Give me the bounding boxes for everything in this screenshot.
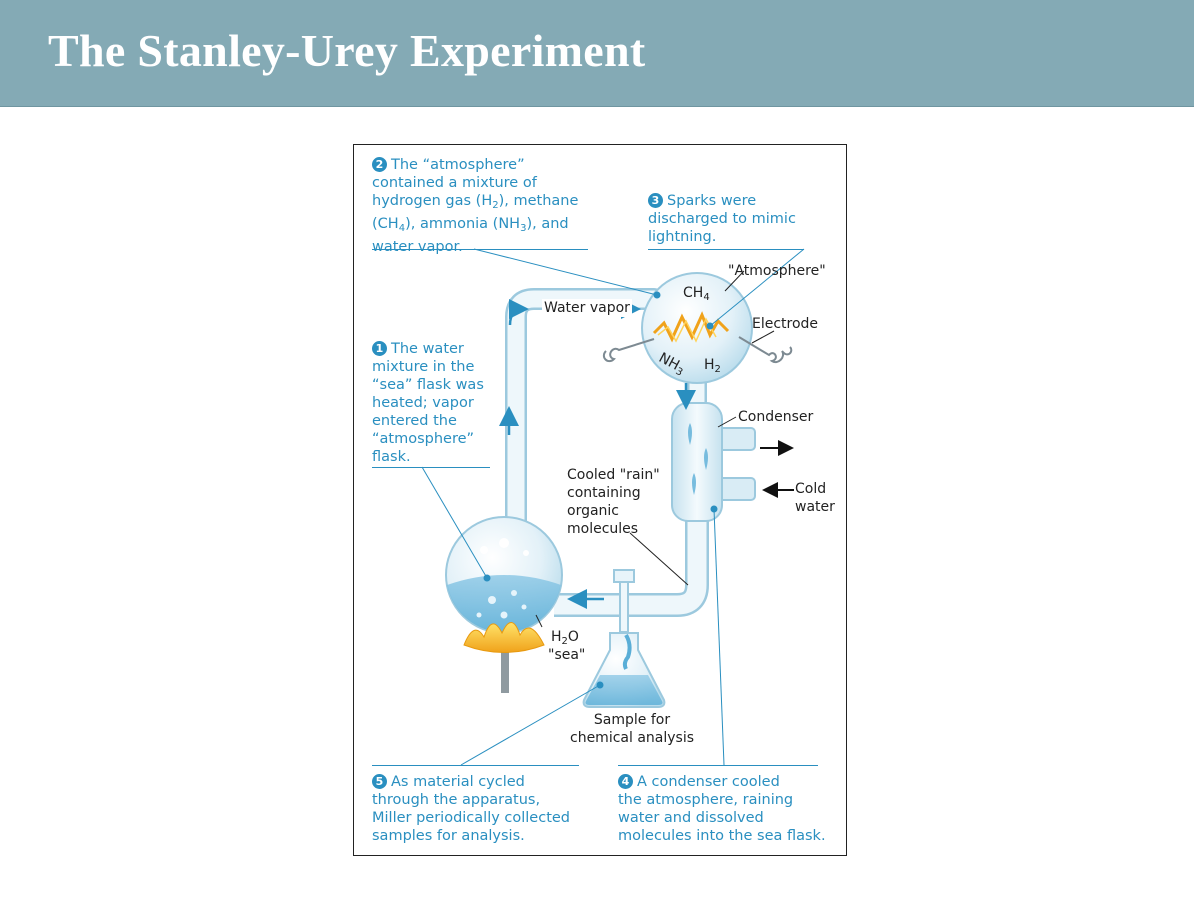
cooled-rain-label: Cooled "rain" containing organic molecul… [567, 467, 660, 537]
step-2-line-4: (CH4), ammonia (NH3), and [372, 216, 569, 234]
sea-label: "sea" [548, 647, 586, 663]
step-2-line-3: hydrogen gas (H2), methane [372, 193, 579, 211]
step-number-badge: 5 [372, 774, 387, 789]
condenser-label: Condenser [738, 409, 814, 425]
sample-flask [582, 569, 666, 708]
step-2-rule [372, 249, 588, 250]
condenser [671, 402, 723, 522]
atmosphere-label: "Atmosphere" [728, 263, 826, 279]
step-1-rule [372, 467, 490, 468]
water-formula-label: H2O [551, 629, 579, 647]
ch4-label: CH4 [683, 285, 710, 303]
slide-title: The Stanley-Urey Experiment [48, 25, 646, 76]
step-3-rule [648, 249, 804, 250]
apparatus-illustration [421, 248, 805, 766]
electrode-label: Electrode [752, 316, 819, 332]
step-5-rule [372, 765, 579, 766]
h2-label: H2 [704, 357, 721, 375]
step-4-rule [618, 765, 818, 766]
sample-label: Sample for chemical analysis [570, 712, 695, 746]
atmosphere-flask [641, 272, 753, 384]
title-bar: The Stanley-Urey Experiment [0, 0, 1194, 107]
flow-arrows [499, 299, 794, 609]
step-number-badge: 4 [618, 774, 633, 789]
step-number-badge: 1 [372, 341, 387, 356]
sea-flask [445, 516, 563, 634]
burner [463, 622, 545, 693]
step-number-badge: 2 [372, 157, 387, 172]
step-number-badge: 3 [648, 193, 663, 208]
electrodes [602, 336, 793, 363]
leader-lines [421, 248, 805, 766]
water-vapor-label: Water vapor [542, 299, 632, 317]
cold-water-label: Cold water [795, 481, 835, 515]
